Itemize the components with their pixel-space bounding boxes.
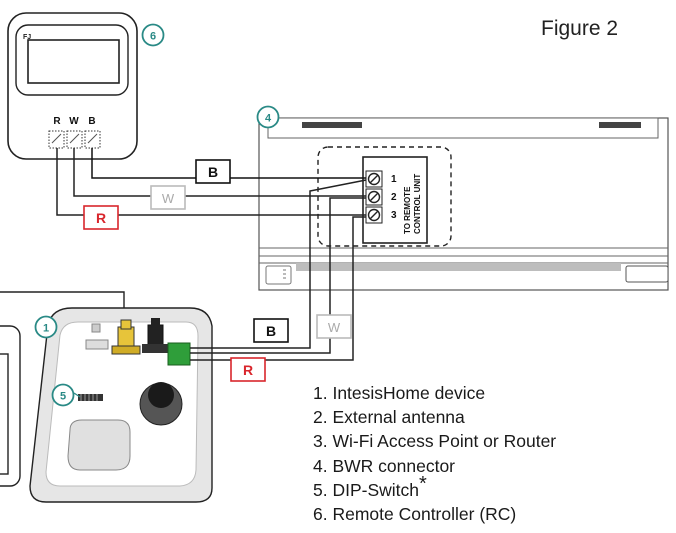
legend-item-6: 6. Remote Controller (RC) [313, 504, 517, 525]
green-connector [167, 342, 191, 366]
screw-terminal-2 [365, 188, 383, 206]
screw-terminal-3 [365, 206, 383, 224]
callout-1: 1 [34, 315, 58, 339]
wire-r-device [190, 216, 366, 361]
wire-label-w-device [316, 314, 352, 339]
terminal-label-w: W [69, 116, 79, 127]
wi-fi-router [0, 291, 125, 310]
wire-r-rc [56, 148, 366, 216]
callout-4: 4 [256, 105, 280, 129]
callout-5: 5 [51, 383, 81, 407]
terminal-number-3: 3 [391, 210, 397, 221]
screw-terminal-1 [365, 170, 383, 188]
connector-text-line2: CONTROL UNIT [413, 174, 422, 234]
figure-title: Figure 2 [541, 17, 619, 40]
wire-label-r-device [230, 357, 266, 382]
wire-w-device [190, 197, 366, 354]
wire-label-r-device-text: R [243, 362, 253, 378]
remote-controller: FJ R W B [7, 12, 138, 160]
callout-6: 6 [141, 23, 165, 47]
wire-label-b-device [253, 318, 289, 343]
footnote-asterisk: * [419, 472, 427, 495]
legend-item-4: 4. BWR connector [313, 455, 455, 476]
svg-text:4: 4 [265, 113, 272, 125]
terminal-w [66, 130, 83, 149]
legend-item-5: 5. DIP-Switch* [313, 472, 427, 500]
wire-label-b-device-text: B [266, 323, 276, 339]
intesishome-device [0, 291, 213, 503]
wire-label-r-rc-text: R [96, 210, 106, 226]
svg-text:1: 1 [43, 323, 49, 335]
terminal-label-b: B [88, 116, 95, 127]
device-label: FJ [23, 34, 31, 41]
wire-label-w-device-text: W [328, 320, 341, 335]
wire-label-r-rc [83, 205, 119, 230]
dip-switch [78, 394, 103, 401]
legend-item-1: 1. IntesisHome device [313, 383, 486, 403]
legend-item-2: 2. External antenna [313, 407, 465, 428]
wire-w-rc [73, 148, 366, 197]
legend: 1. IntesisHome device 2. External antenn… [313, 381, 556, 526]
external-antenna [117, 326, 135, 348]
wire-label-b-rc [195, 159, 231, 184]
terminal-b [84, 130, 101, 149]
svg-text:6: 6 [150, 31, 156, 43]
wire-b-device [190, 179, 367, 349]
connector-text-line1: TO REMOTE [403, 186, 412, 234]
wire-b-rc [91, 148, 366, 179]
terminal-number-2: 2 [391, 192, 397, 203]
terminal-label-r: R [53, 116, 61, 127]
wire-label-b-rc-text: B [208, 164, 218, 180]
wire-label-w-rc-text: W [162, 191, 175, 206]
svg-text:5: 5 [60, 391, 66, 403]
terminal-number-1: 1 [391, 174, 397, 185]
indoor-unit: 1 2 3 TO REMOTE CONTROL UNIT [258, 117, 669, 291]
terminal-r [48, 130, 65, 149]
wire-label-w-rc [150, 185, 186, 210]
legend-item-3: 3. Wi-Fi Access Point or Router [313, 431, 557, 452]
